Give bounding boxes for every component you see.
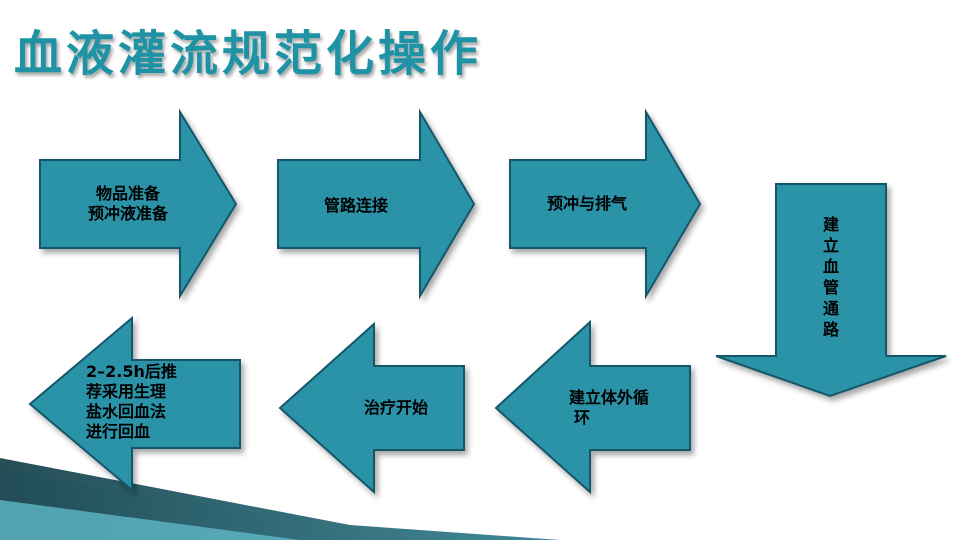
step-flush-label: 预冲与排气 bbox=[522, 194, 652, 214]
step-prep-label: 物品准备 预冲液准备 bbox=[58, 184, 198, 224]
step-circuit-label: 建立体外循 环 bbox=[544, 388, 674, 428]
step-return-line-4: 进行回血 bbox=[86, 422, 151, 441]
step-return-line-1: 2–2.5h后推 bbox=[86, 362, 177, 381]
step-prep-line-1: 物品准备 bbox=[95, 184, 160, 203]
arrow-step-circuit bbox=[494, 319, 691, 495]
step-tubing-line-1: 管路连接 bbox=[323, 196, 388, 215]
step-access-label: 建立血管通路 bbox=[822, 215, 839, 339]
arrow-step-return bbox=[28, 315, 241, 493]
step-return-line-3: 盐水回血法 bbox=[86, 402, 167, 421]
step-tubing-label: 管路连接 bbox=[296, 196, 416, 216]
step-flush-line-1: 预冲与排气 bbox=[546, 194, 627, 213]
step-prep-line-2: 预冲液准备 bbox=[87, 204, 168, 223]
page-title: 血液灌流规范化操作 bbox=[14, 26, 483, 82]
step-return-line-2: 荐采用生理 bbox=[86, 382, 167, 401]
arrow-step-access bbox=[715, 183, 947, 398]
step-circuit-line-2: 环 bbox=[574, 408, 591, 427]
step-start-line-1: 治疗开始 bbox=[363, 398, 428, 417]
arrow-step-tubing bbox=[277, 108, 476, 300]
step-circuit-line-1: 建立体外循 bbox=[568, 388, 649, 407]
arrow-step-prep bbox=[39, 108, 238, 300]
arrow-step-start bbox=[278, 321, 465, 495]
arrow-step-flush bbox=[509, 108, 702, 300]
decorative-ribbon-mid bbox=[0, 500, 300, 540]
step-start-label: 治疗开始 bbox=[336, 398, 456, 418]
step-return-label: 2–2.5h后推 荐采用生理 盐水回血法 进行回血 bbox=[86, 362, 216, 442]
